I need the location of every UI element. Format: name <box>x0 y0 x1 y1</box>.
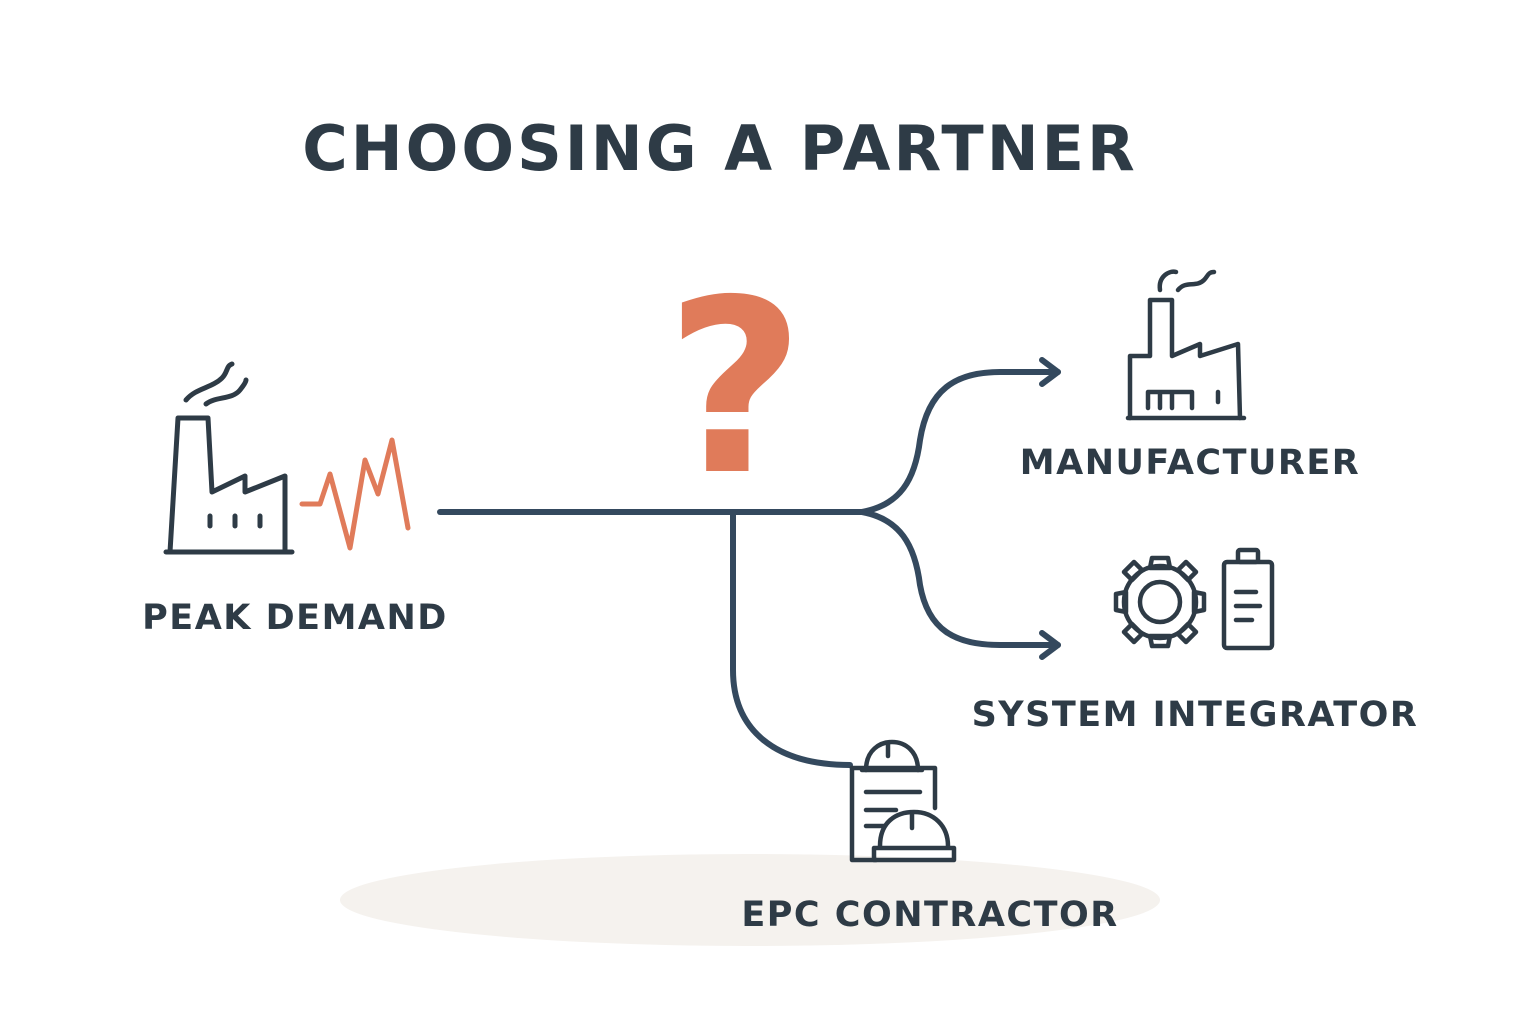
gear-battery-icon <box>1113 547 1275 651</box>
option-label-manufacturer: MANUFACTURER <box>1019 443 1361 483</box>
branch-epc <box>730 509 853 768</box>
branch-integrator <box>859 509 1061 648</box>
arrowhead-integrator <box>1039 630 1061 660</box>
spike-wave-icon <box>299 437 411 551</box>
arrowhead-manufacturer <box>1039 357 1061 387</box>
diagram-title: CHOOSING A PARTNER <box>302 112 1138 185</box>
ground-shadow <box>340 854 1160 946</box>
clipboard-hardhat-icon <box>849 739 957 863</box>
source-label: PEAK DEMAND <box>142 598 448 638</box>
gear-icon <box>1113 555 1207 649</box>
connector-lines <box>437 357 1061 768</box>
option-label-epc-contractor: EPC CONTRACTOR <box>741 895 1119 935</box>
factory-icon-manufacturer <box>1125 269 1247 421</box>
branch-manufacturer <box>859 369 1061 515</box>
question-mark: ? <box>665 248 805 528</box>
option-label-system-integrator: SYSTEM INTEGRATOR <box>971 695 1419 735</box>
battery-icon <box>1221 547 1275 651</box>
factory-icon <box>163 361 295 555</box>
